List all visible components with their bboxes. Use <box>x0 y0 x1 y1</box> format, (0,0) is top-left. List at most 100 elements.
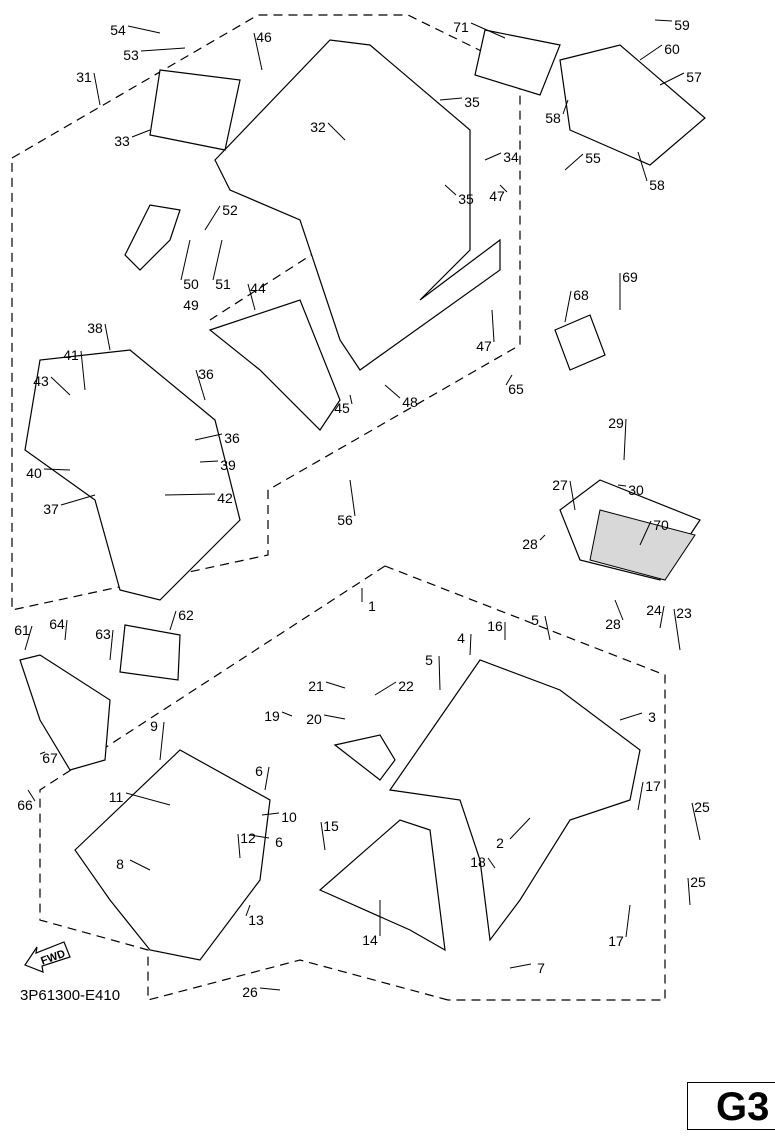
callout-28: 28 <box>605 616 621 632</box>
callout-24: 24 <box>646 602 662 618</box>
callout-59: 59 <box>674 17 690 33</box>
sheet-70 <box>589 509 696 581</box>
callout-56: 56 <box>337 512 353 528</box>
leader-line <box>614 599 624 621</box>
leader-line <box>43 468 71 471</box>
callout-45: 45 <box>334 400 350 416</box>
callout-41: 41 <box>63 347 79 363</box>
callout-5: 5 <box>425 652 433 668</box>
leader-line <box>327 122 346 141</box>
leader-line <box>169 610 177 631</box>
leader-line <box>505 374 513 386</box>
callout-17: 17 <box>645 778 661 794</box>
callout-64: 64 <box>49 616 65 632</box>
callout-57: 57 <box>686 69 702 85</box>
leader-line <box>245 904 251 917</box>
leader-line <box>617 484 627 487</box>
callout-66: 66 <box>17 797 33 813</box>
callout-25: 25 <box>694 799 710 815</box>
leader-line <box>625 904 631 938</box>
leader-line <box>140 47 186 52</box>
side-panel-left <box>24 349 241 601</box>
leader-line <box>384 384 401 399</box>
callout-38: 38 <box>87 320 103 336</box>
leader-line <box>129 859 151 871</box>
callout-43: 43 <box>33 373 49 389</box>
callout-4: 4 <box>457 630 465 646</box>
leader-line <box>60 494 96 506</box>
leader-line <box>253 32 263 71</box>
callout-46: 46 <box>256 29 272 45</box>
callout-58: 58 <box>649 177 665 193</box>
leader-line <box>691 802 701 841</box>
page-label: G3 <box>687 1082 775 1130</box>
leader-line <box>637 151 648 182</box>
leader-line <box>180 239 191 281</box>
leader-line <box>484 152 502 161</box>
callout-35: 35 <box>464 94 480 110</box>
flasher-light <box>124 204 181 271</box>
leader-line <box>50 376 71 396</box>
leader-line <box>325 681 346 689</box>
leader-line <box>323 714 346 720</box>
leader-line <box>374 681 397 696</box>
leader-line <box>539 534 546 541</box>
sheet-71 <box>474 29 561 96</box>
callout-29: 29 <box>608 415 624 431</box>
callout-14: 14 <box>362 932 378 948</box>
leader-line <box>27 789 36 802</box>
leader-line <box>259 987 281 991</box>
callout-10: 10 <box>281 809 297 825</box>
callout-20: 20 <box>306 711 322 727</box>
leader-line <box>487 857 496 869</box>
leader-line <box>131 129 151 138</box>
leader-line <box>444 184 457 196</box>
upper-group-boundary <box>11 14 521 611</box>
callout-35: 35 <box>458 191 474 207</box>
leader-line <box>39 751 46 755</box>
callout-69: 69 <box>622 269 638 285</box>
callout-18: 18 <box>470 854 486 870</box>
callout-68: 68 <box>573 287 589 303</box>
leader-line <box>499 184 508 193</box>
upper-cowling <box>214 39 501 371</box>
callout-2: 2 <box>496 835 504 851</box>
leader-line <box>93 72 101 106</box>
leader-line <box>470 22 506 39</box>
flasher-light-lower <box>333 734 396 781</box>
callout-11: 11 <box>109 789 124 805</box>
leader-line <box>194 433 223 441</box>
leader-line <box>109 629 114 661</box>
leader-line <box>639 44 663 61</box>
leader-line <box>104 323 111 351</box>
leader-line <box>195 369 206 401</box>
mirror-frame <box>19 654 111 771</box>
parts <box>19 29 706 961</box>
callout-61: 61 <box>14 622 30 638</box>
callout-42: 42 <box>217 490 233 506</box>
leader-line <box>439 97 463 101</box>
callout-30: 30 <box>628 482 644 498</box>
callout-1: 1 <box>368 598 376 614</box>
leader-line <box>281 711 293 717</box>
leader-line <box>80 350 86 391</box>
leader-line <box>24 625 33 651</box>
leader-line <box>659 605 665 629</box>
leader-line <box>544 615 551 641</box>
callout-36: 36 <box>224 430 240 446</box>
lower-group-boundary <box>39 565 666 1001</box>
callout-17: 17 <box>608 933 624 949</box>
callout-9: 9 <box>150 718 158 734</box>
callout-40: 40 <box>26 465 42 481</box>
callout-7: 7 <box>537 960 545 976</box>
leader-line <box>659 72 685 86</box>
leader-line <box>249 834 270 839</box>
callout-19: 19 <box>264 708 280 724</box>
leader-line <box>159 721 165 761</box>
callout-3: 3 <box>648 709 656 725</box>
callout-37: 37 <box>43 501 59 517</box>
leader-line <box>469 633 472 656</box>
callout-13: 13 <box>248 912 264 928</box>
fwd-arrow: FWD <box>24 941 71 973</box>
callout-21: 21 <box>308 678 324 694</box>
